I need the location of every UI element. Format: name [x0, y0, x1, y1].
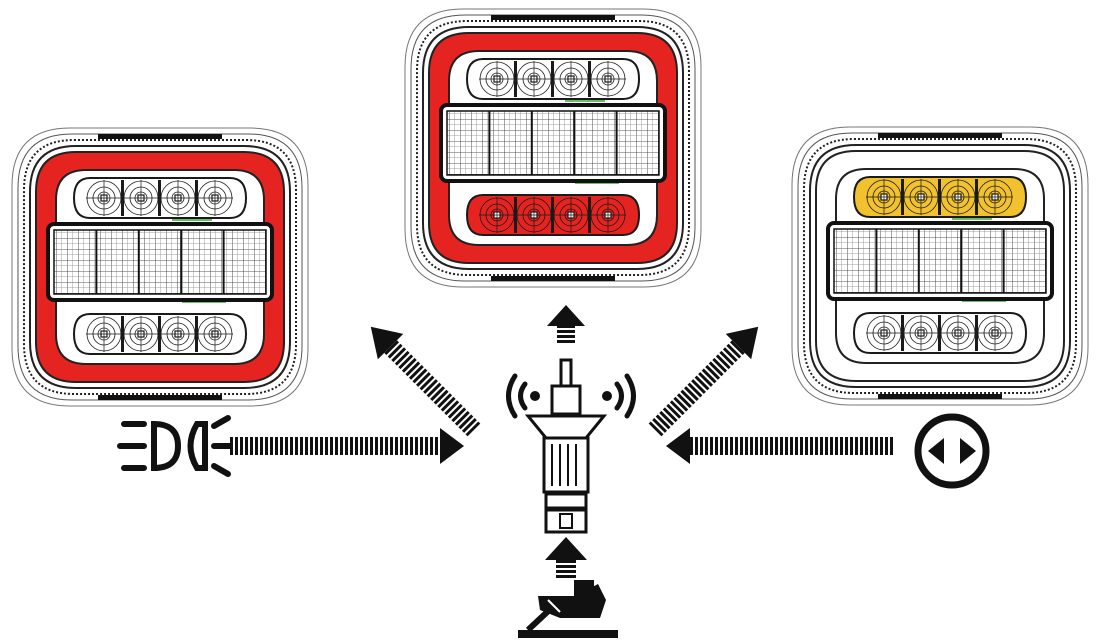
top-clip	[878, 133, 1002, 138]
brake-pedal-icon	[518, 580, 618, 638]
lamp-center	[404, 8, 702, 288]
led-cell	[903, 315, 939, 351]
top-led-row	[852, 176, 1028, 218]
top-clip	[98, 134, 222, 139]
top-led-row	[465, 58, 641, 100]
arrow-right-to-module	[666, 428, 895, 464]
led-cell	[977, 179, 1013, 215]
arrow-module-to-left-lamp	[370, 326, 481, 437]
lamp-right	[791, 126, 1089, 406]
wireless-signal-left-icon	[506, 373, 540, 419]
center-light-bar	[46, 222, 274, 302]
turn-signal-icon	[914, 413, 990, 489]
wireless-signal-right-icon	[602, 373, 636, 419]
arrow-left-to-module	[228, 428, 464, 464]
bottom-clip	[878, 394, 1002, 399]
arrow-module-to-right-lamp	[648, 326, 759, 437]
bottom-led-row	[465, 194, 641, 236]
arrow-pedal-to-module	[545, 537, 587, 578]
top-clip	[491, 15, 615, 20]
bottom-clip	[98, 395, 222, 400]
center-light-bar	[826, 221, 1054, 301]
headlight-icon	[117, 415, 233, 477]
top-led-row	[72, 177, 248, 219]
bottom-clip	[491, 276, 615, 281]
led-cell	[86, 180, 122, 216]
bottom-led-row	[852, 312, 1028, 354]
led-cell	[866, 315, 902, 351]
arrow-module-to-center-lamp	[547, 305, 585, 344]
bottom-led-row	[72, 313, 248, 355]
center-light-bar	[439, 103, 667, 183]
wireless-module-icon	[524, 358, 608, 534]
lamp-left	[11, 127, 309, 407]
